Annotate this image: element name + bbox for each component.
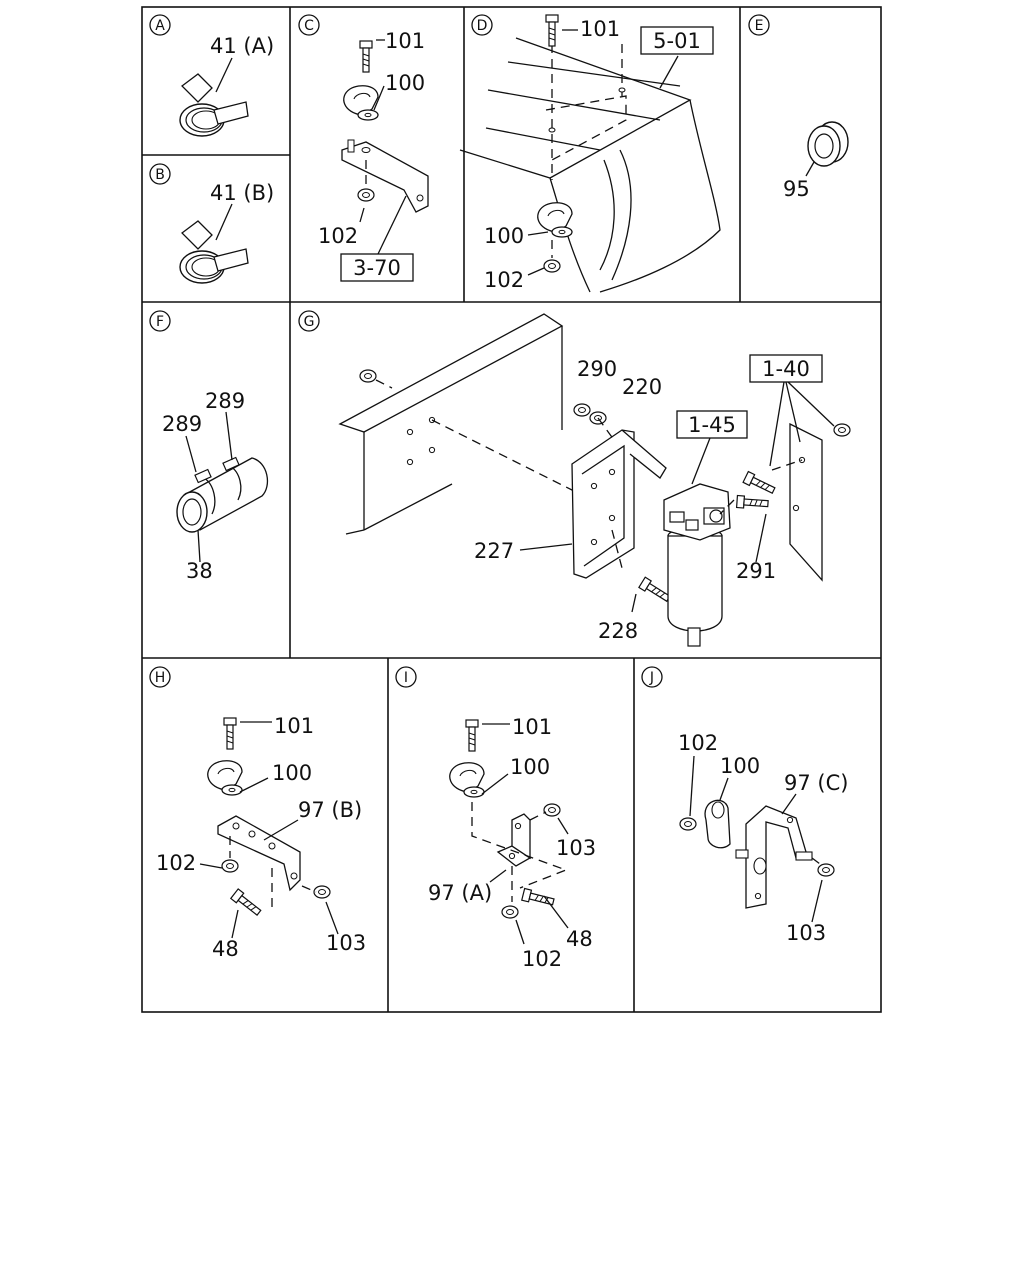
label-h-97b: 97 (B) (298, 798, 362, 822)
panel-d-drawing (459, 14, 721, 293)
panel-c-marker: C (298, 14, 320, 36)
ref-box-3-70 (340, 253, 414, 282)
hose-38-drawing (176, 411, 269, 563)
fuel-filter-drawing (663, 437, 731, 647)
ref-box-5-01 (640, 26, 714, 55)
panel-a: A 41 (A) (149, 14, 274, 137)
panel-f: F 289 289 38 (149, 310, 269, 583)
panel-b-marker: B (149, 163, 171, 185)
panel-e: E 95 (748, 14, 849, 201)
panel-i-marker: I (395, 666, 417, 688)
panel-a-letter: A (155, 18, 165, 34)
panel-j-drawing (679, 755, 835, 923)
label-f-289-left: 289 (162, 412, 202, 436)
panel-d-marker: D (471, 14, 493, 36)
ref-box-1-45 (676, 410, 748, 439)
label-41a: 41 (A) (210, 34, 274, 58)
hose-clamp-41a-drawing (179, 73, 249, 137)
label-f-289-right: 289 (205, 389, 245, 413)
panel-i-letter: I (404, 670, 408, 686)
panel-e-marker: E (748, 14, 770, 36)
label-e-95: 95 (783, 177, 810, 201)
label-c-102: 102 (318, 224, 358, 248)
panel-e-letter: E (755, 18, 764, 34)
panel-b-letter: B (155, 167, 165, 183)
label-f-38: 38 (186, 559, 213, 583)
label-d-100: 100 (484, 224, 524, 248)
panel-h: H 101 100 97 (B) 102 48 103 (149, 666, 366, 961)
label-j-100: 100 (720, 754, 760, 778)
ref-1-45: 1-45 (688, 413, 736, 437)
label-g-227: 227 (474, 539, 514, 563)
ref-1-40: 1-40 (762, 357, 810, 381)
panel-g: G (298, 310, 851, 647)
label-c-101: 101 (385, 29, 425, 53)
label-j-103: 103 (786, 921, 826, 945)
panel-h-letter: H (155, 670, 166, 686)
label-i-97a: 97 (A) (428, 881, 492, 905)
panel-d-letter: D (477, 18, 488, 34)
panel-f-marker: F (149, 310, 171, 332)
panel-frames (141, 6, 882, 1013)
panel-i: I 101 100 103 97 (A) 48 102 (395, 666, 596, 971)
label-g-290: 290 (577, 357, 617, 381)
label-j-97c: 97 (C) (784, 771, 848, 795)
panel-j-marker: J (641, 666, 663, 688)
panel-g-letter: G (304, 314, 315, 330)
panel-i-drawing (449, 719, 569, 945)
label-i-101: 101 (512, 715, 552, 739)
ref-5-01: 5-01 (653, 29, 701, 53)
panel-g-marker: G (298, 310, 320, 332)
panel-a-marker: A (149, 14, 171, 36)
bracket-1-40-drawing (631, 381, 851, 613)
panel-f-letter: F (156, 314, 164, 330)
label-h-48: 48 (212, 937, 239, 961)
label-i-48: 48 (566, 927, 593, 951)
label-g-228: 228 (598, 619, 638, 643)
hose-clamp-41b-drawing (179, 220, 249, 284)
label-d-102: 102 (484, 268, 524, 292)
label-i-103: 103 (556, 836, 596, 860)
label-d-101: 101 (580, 17, 620, 41)
label-h-103: 103 (326, 931, 366, 955)
panel-j-letter: J (649, 670, 654, 686)
ref-3-70: 3-70 (353, 256, 401, 280)
panel-c-letter: C (304, 18, 314, 34)
label-i-102: 102 (522, 947, 562, 971)
label-g-220: 220 (622, 375, 662, 399)
label-h-100: 100 (272, 761, 312, 785)
ref-box-1-40 (749, 354, 823, 383)
label-41b: 41 (B) (210, 181, 274, 205)
panel-d: D 101 100 102 5-0 (459, 14, 721, 293)
label-g-291: 291 (736, 559, 776, 583)
label-j-102: 102 (678, 731, 718, 755)
panel-h-drawing (199, 717, 339, 939)
label-i-100: 100 (510, 755, 550, 779)
panel-b: B 41 (B) (149, 163, 274, 284)
panel-h-marker: H (149, 666, 171, 688)
panel-j: J 102 100 97 (C) 103 (641, 666, 848, 945)
panel-c-drawing (341, 39, 429, 255)
label-c-100: 100 (385, 71, 425, 95)
frame-rail-drawing (338, 313, 593, 535)
label-h-101: 101 (274, 714, 314, 738)
bracket-227-drawing (519, 403, 673, 605)
panel-c: C 101 100 102 3-70 (298, 14, 429, 282)
label-h-102: 102 (156, 851, 196, 875)
grommet-95-drawing (805, 121, 849, 177)
